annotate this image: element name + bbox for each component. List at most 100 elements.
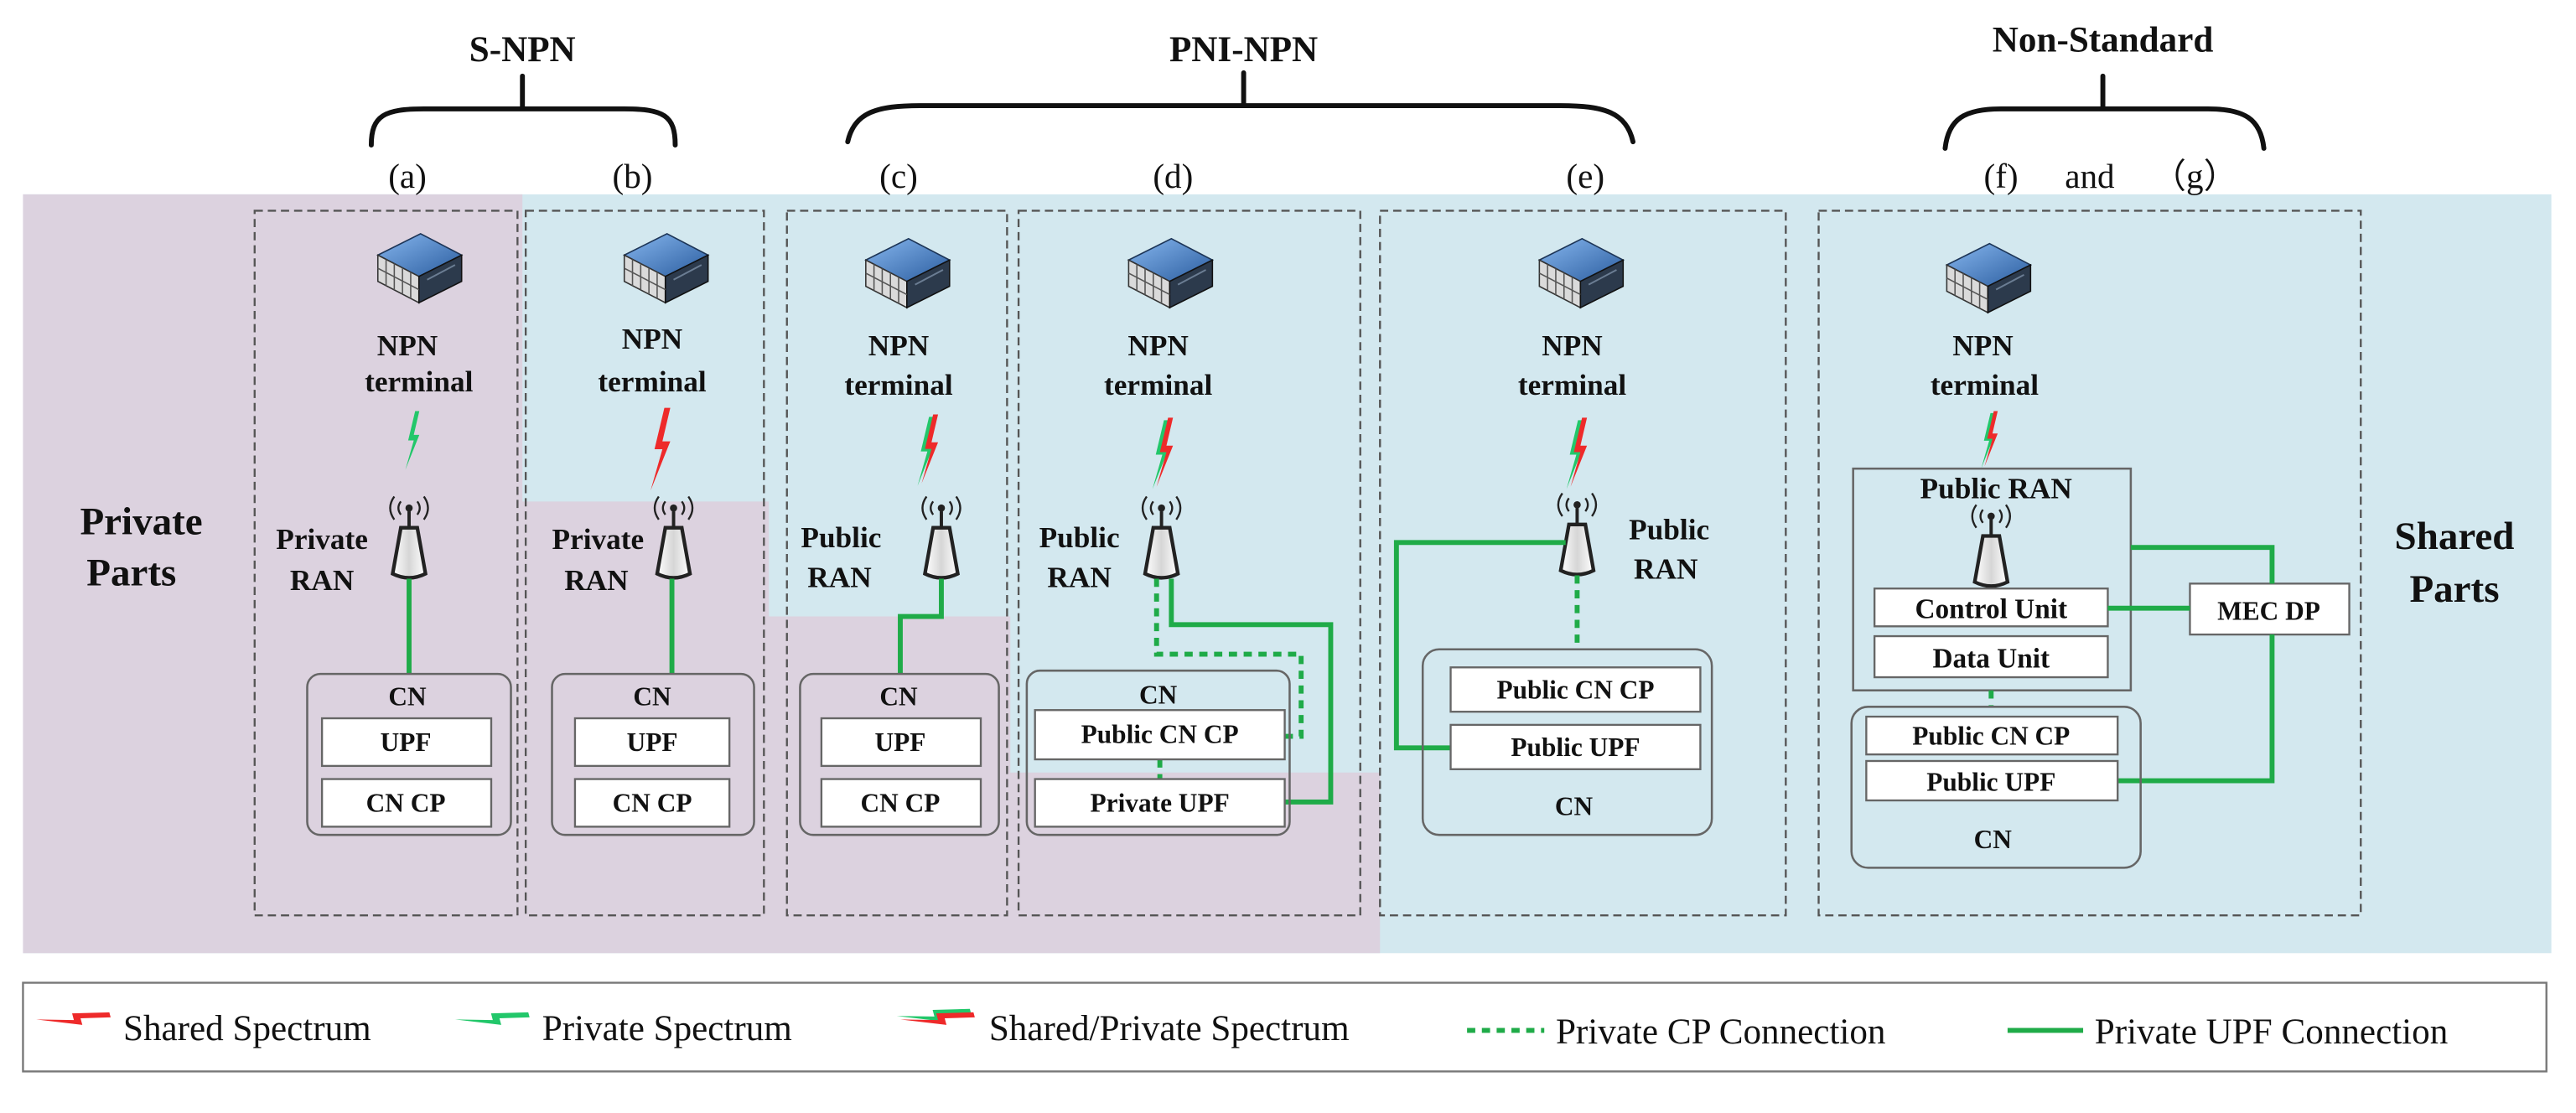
public-upf-label: Public UPF — [1511, 733, 1640, 762]
legend: Shared Spectrum Private Spectrum Shared/… — [22, 981, 2547, 1073]
public-ran-label: Public RAN — [1920, 472, 2072, 505]
private-upf-connection — [2117, 634, 2275, 784]
mec-dp-box — [2189, 582, 2351, 636]
cn-cp-box — [820, 778, 982, 828]
ran-label-line2: RAN — [290, 564, 354, 597]
column-c-connections — [898, 578, 944, 675]
column-a-frame — [253, 210, 519, 917]
column-d: NPN terminal Public RAN CN Public CN CP … — [1025, 237, 1334, 836]
shared-parts-label-line1: Shared — [2395, 515, 2515, 558]
public-cn-cp-label: Public CN CP — [1081, 719, 1239, 748]
cn-label: CN — [1555, 792, 1594, 821]
tag-and: and — [2065, 157, 2115, 195]
tag-b: (b) — [613, 157, 653, 196]
private-upf-connection — [1169, 578, 1334, 805]
npn-terminal-label-line1: NPN — [377, 329, 438, 362]
tag-f: (f) — [1984, 157, 2019, 196]
private-upf-label: Private UPF — [1091, 789, 1230, 818]
npn-terminal-label-line2: terminal — [1518, 369, 1626, 401]
public-upf-box — [1449, 723, 1702, 770]
non-standard-brace — [1942, 73, 2267, 151]
legend-frame — [22, 981, 2547, 1073]
ran-label-line2: RAN — [1634, 552, 1697, 585]
ran-label-line1: Private — [276, 523, 368, 556]
cn-label: CN — [388, 681, 427, 711]
data-unit-box — [1873, 634, 2109, 679]
cn-cp-box — [320, 778, 493, 828]
ran-label-line2: RAN — [1047, 561, 1111, 593]
npn-terminal-label-line1: NPN — [1952, 329, 2013, 362]
upf-box — [820, 717, 982, 768]
npn-terminal-label-line2: terminal — [1931, 369, 2039, 401]
public-upf-box — [1865, 759, 2119, 802]
column-c: NPN terminal Public RAN CN UPF CN CP — [799, 237, 1000, 836]
tag-a: (a) — [388, 157, 427, 196]
npn-terminal-label-line2: terminal — [1104, 369, 1212, 401]
public-cn-cp-label: Public CN CP — [1496, 676, 1654, 705]
mec-dp-label: MEC DP — [2217, 596, 2320, 625]
public-cn-cp-box — [1865, 715, 2119, 756]
upf-label: UPF — [627, 727, 678, 757]
data-unit-label: Data Unit — [1932, 643, 2050, 674]
column-d-frame — [1017, 210, 1361, 917]
legend-private-cp-connection-label: Private CP Connection — [1556, 1012, 1886, 1052]
ran-label-line1: Public — [801, 521, 881, 554]
column-e: NPN terminal Public RAN Public CN CP Pub… — [1393, 237, 1713, 836]
legend-private-upf-connection-label: Private UPF Connection — [2095, 1012, 2449, 1052]
npn-terminal-label-line2: terminal — [844, 369, 952, 401]
column-e-frame — [1379, 210, 1787, 917]
tag-c: (c) — [879, 157, 918, 196]
cn-box — [1421, 648, 1713, 836]
private-upf-connection — [898, 578, 944, 675]
public-upf-label: Public UPF — [1926, 767, 2055, 796]
upf-label: UPF — [381, 727, 432, 757]
upf-box — [320, 717, 493, 768]
private-parts-label-line1: Private — [80, 500, 202, 544]
public-cn-cp-label: Public CN CP — [1912, 721, 2070, 750]
shared-parts-label-line2: Parts — [2409, 567, 2499, 611]
legend-private-spectrum-label: Private Spectrum — [542, 1009, 792, 1048]
tag-e: (e) — [1566, 157, 1604, 196]
cn-label: CN — [1139, 680, 1178, 709]
control-unit-label: Control Unit — [1915, 593, 2067, 624]
ran-label-line2: RAN — [807, 561, 871, 593]
private-parts-label-line2: Parts — [86, 551, 176, 594]
public-cn-cp-box — [1449, 666, 1702, 713]
column-d-connections — [1153, 578, 1334, 805]
ran-label-line1: Public — [1039, 521, 1120, 554]
cn-label: CN — [1974, 825, 2013, 854]
cn-box — [306, 672, 512, 836]
column-fg: NPN terminal Public RAN Control Unit Dat… — [1850, 242, 2351, 869]
npn-terminal-label-line1: NPN — [1542, 329, 1602, 362]
cn-box — [1025, 669, 1291, 836]
npn-terminal-label-line1: NPN — [622, 323, 682, 355]
column-fg-frame — [1817, 210, 2362, 917]
upf-label: UPF — [875, 727, 926, 757]
column-c-frame — [785, 210, 1008, 917]
public-cn-cp-box — [1034, 709, 1286, 761]
legend-shared-spectrum-label: Shared Spectrum — [123, 1009, 371, 1048]
cn-cp-box — [573, 778, 731, 828]
upf-box — [573, 717, 731, 768]
s-npn-brace — [368, 73, 678, 148]
cn-box — [551, 672, 755, 836]
npn-terminal-label-line1: NPN — [868, 329, 929, 362]
cn-cp-label: CN CP — [861, 789, 941, 818]
ran-label-line2: RAN — [564, 564, 628, 597]
cn-label: CN — [633, 681, 671, 711]
npn-terminal-label-line2: terminal — [598, 365, 706, 398]
ran-label-line1: Private — [552, 523, 645, 556]
column-b-frame — [524, 210, 765, 917]
cn-cp-label: CN CP — [366, 789, 446, 818]
cn-cp-label: CN CP — [613, 789, 692, 818]
cn-box — [799, 672, 1000, 836]
npn-terminal-label-line1: NPN — [1127, 329, 1188, 362]
control-unit-box — [1873, 588, 2109, 628]
column-b: NPN terminal Private RAN CN UPF CN CP — [551, 232, 755, 836]
column-fg-connections — [1988, 545, 2275, 784]
s-npn-heading: S-NPN — [469, 30, 576, 70]
private-cp-connection — [1153, 578, 1304, 739]
ran-label-line1: Public — [1629, 513, 1709, 546]
tag-g: （g） — [2152, 157, 2238, 195]
